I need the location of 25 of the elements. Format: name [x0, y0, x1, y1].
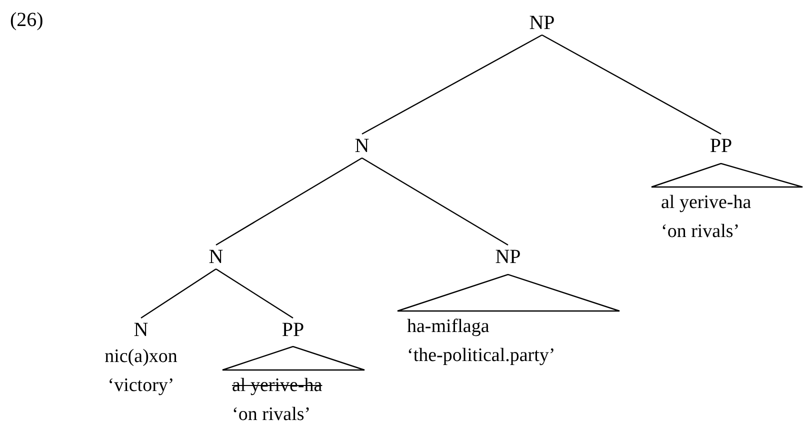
category-label: N	[132, 318, 150, 342]
tree-branch	[216, 157, 362, 246]
gloss-text: ‘on rivals’	[660, 220, 741, 244]
category-label: N	[354, 134, 370, 158]
gloss-text: ‘on rivals’	[231, 403, 312, 427]
gloss-text: ‘victory’	[106, 374, 176, 398]
word-form: nic(a)xon	[104, 345, 178, 369]
category-label: N	[208, 245, 224, 269]
triangle	[651, 163, 803, 188]
triangle	[397, 274, 620, 312]
triangle	[222, 346, 365, 371]
example-number: (26)	[10, 9, 44, 32]
word-form: al yerive-ha	[231, 374, 324, 398]
category-label: PP	[710, 134, 732, 158]
category-label: NP	[529, 11, 555, 35]
category-label: NP	[495, 245, 521, 269]
word-form: ha-miflaga	[406, 315, 490, 339]
category-label: PP	[282, 318, 304, 342]
tree-branch	[140, 268, 216, 318]
word-form: al yerive-ha	[660, 191, 752, 215]
gloss-text: ‘the-political.party’	[406, 344, 556, 368]
tree-branch	[216, 268, 294, 318]
tree-branch	[542, 34, 722, 135]
tree-branch	[362, 34, 542, 135]
tree-branch	[362, 157, 508, 246]
